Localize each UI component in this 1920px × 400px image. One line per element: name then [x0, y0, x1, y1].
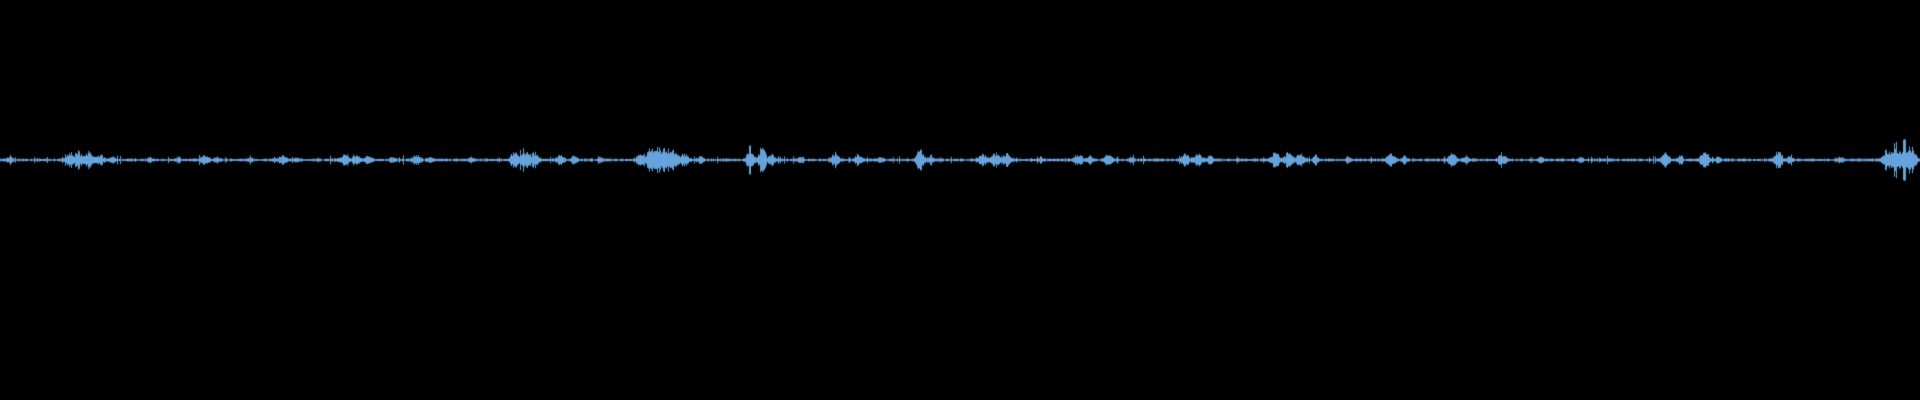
- audio-waveform-screen: [0, 0, 1920, 400]
- waveform-display[interactable]: [0, 0, 1920, 400]
- waveform-canvas[interactable]: [0, 0, 1920, 400]
